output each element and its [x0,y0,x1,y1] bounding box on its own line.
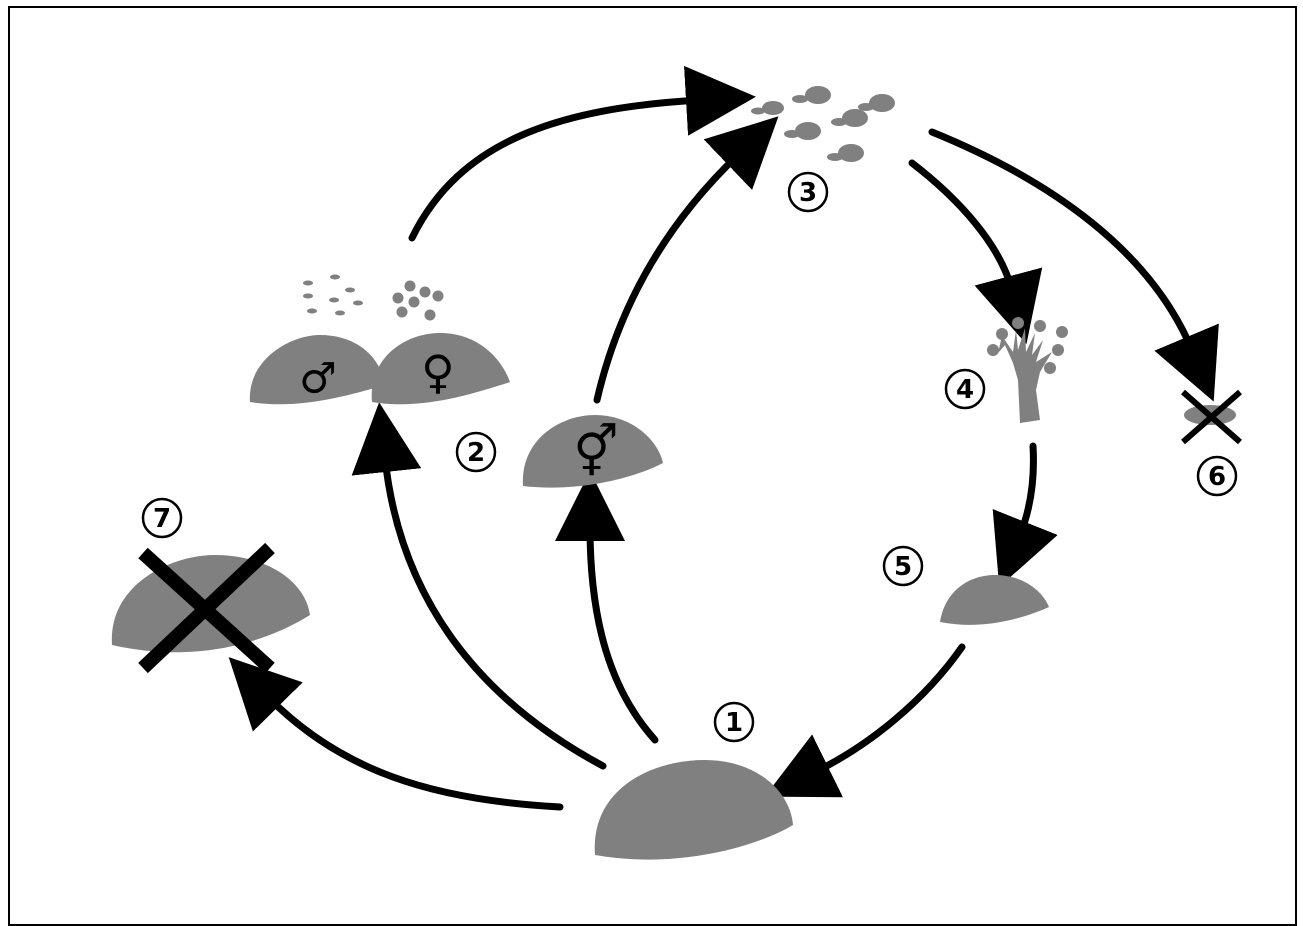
arrow-larvae-to-polyp [908,159,1043,345]
stage-label-2: 2 [455,431,497,473]
female-symbol: ♀ [421,345,455,399]
sperm-cluster [303,274,363,316]
stage-number-2: 2 [467,438,485,468]
stage-number-3: 3 [799,178,817,208]
stage-label-6: 6 [1196,455,1238,497]
dead-colony [111,542,311,674]
hermaphrodite-colony [522,415,663,488]
arrow-gonochoric-to-larvae [408,65,756,242]
polyp [987,317,1068,423]
larval-mortality [1181,389,1242,445]
stage-number-4: 4 [956,375,974,405]
stage-label-4: 4 [944,368,986,410]
larvae-cluster [751,86,895,162]
stage-label-7: 7 [141,497,183,539]
stage-label-1: 1 [713,701,755,743]
stage-number-5: 5 [894,552,912,582]
arrow-larvae-to-mortality [928,128,1219,402]
recruit-colony [940,575,1049,625]
arrow-adult-to-gonochoric [351,402,607,770]
arrow-adult-to-hermaphrodite [555,471,659,744]
arrow-hermaphrodite-to-larvae [593,116,779,404]
hermaphrodite-symbol: ⚥ [573,423,618,481]
arrow-polyp-to-recruit [992,442,1058,587]
stage-label-5: 5 [882,545,924,587]
stage-number-6: 6 [1208,462,1226,492]
egg-cluster [392,280,444,321]
stage-number-1: 1 [725,708,743,738]
stage-label-3: 3 [787,171,829,213]
male-symbol: ♂ [299,354,337,403]
adult-colony [594,760,793,860]
gonochoric-colonies [249,333,510,405]
stage-number-7: 7 [153,504,171,534]
arrow-adult-to-dead [228,657,564,811]
arrow-recruit-to-adult [764,643,966,798]
